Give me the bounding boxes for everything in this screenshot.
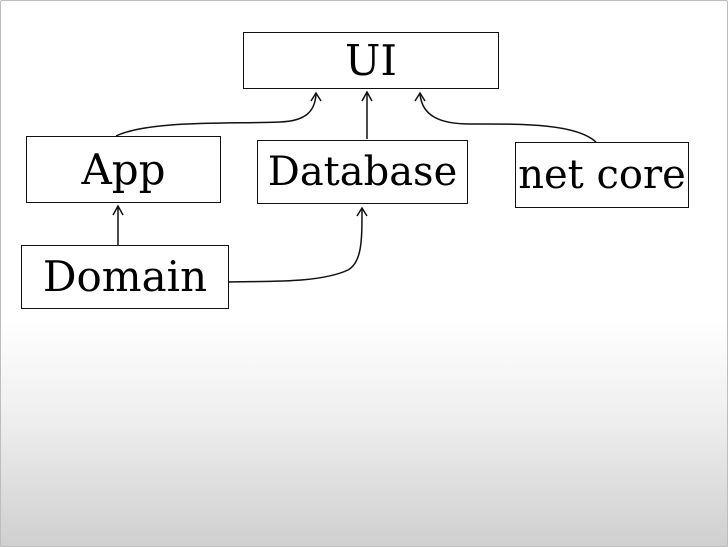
node-database: Database xyxy=(257,140,468,204)
edge-app-to-ui-arrowhead xyxy=(310,91,322,102)
edge-database-to-ui-arrowhead xyxy=(361,90,373,102)
edge-domain-to-database xyxy=(228,208,363,283)
edge-domain-to-app-arrowhead xyxy=(112,204,124,216)
node-net-core: net core xyxy=(515,142,689,208)
node-app: App xyxy=(26,136,221,203)
edge-netcore-to-ui xyxy=(419,93,597,143)
edge-app-to-ui xyxy=(115,93,317,137)
edge-netcore-to-ui-arrowhead xyxy=(414,91,426,102)
edge-domain-to-database-arrowhead xyxy=(356,206,368,217)
node-ui: UI xyxy=(243,32,499,89)
node-domain: Domain xyxy=(21,245,229,309)
